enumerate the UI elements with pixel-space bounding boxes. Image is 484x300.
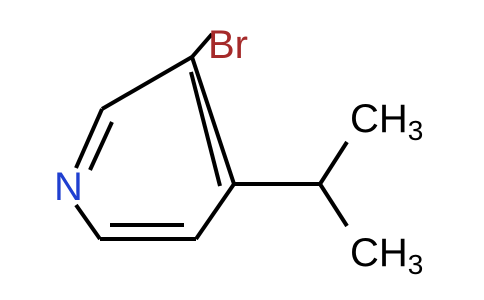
pyridine-ring: [74, 55, 236, 241]
methyl-top-ch: CH: [350, 97, 408, 141]
bond-ch-ch3-top: [318, 140, 349, 186]
bond-c6-n: [74, 203, 102, 241]
bond-c4-c5: [194, 182, 236, 241]
bond-c3-br: [190, 32, 214, 59]
bond-c3-c4: [190, 56, 236, 185]
bond-c2-c3: [100, 55, 194, 111]
nitrogen-label: N: [54, 165, 83, 209]
methyl-bottom-subscript: 3: [408, 249, 424, 280]
isopropyl-group: [234, 140, 349, 228]
bromine-label: Br: [208, 23, 248, 67]
bond-c3-c4-double: [189, 71, 222, 187]
methyl-top-subscript: 3: [408, 115, 424, 146]
methyl-bottom-label: CH3: [350, 231, 423, 280]
methyl-bottom-ch: CH: [350, 231, 408, 275]
methyl-top-label: CH3: [350, 97, 423, 146]
bond-n-c2-double: [88, 121, 114, 171]
bond-n-c2: [74, 108, 104, 169]
bond-ch-ch3-bottom: [318, 182, 349, 228]
